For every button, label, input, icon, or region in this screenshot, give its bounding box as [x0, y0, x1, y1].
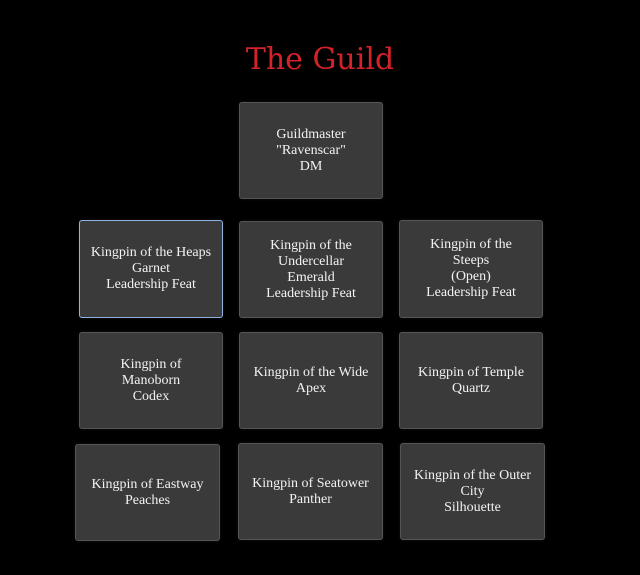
kingpin-line: Steeps: [452, 253, 490, 268]
kingpin-eastway-box[interactable]: Kingpin of Eastway Peaches: [75, 444, 220, 541]
kingpin-temple-box[interactable]: Kingpin of Temple Quartz: [399, 332, 543, 429]
kingpin-line: (Open): [451, 269, 491, 284]
kingpin-line: Peaches: [124, 492, 171, 508]
kingpin-line: Kingpin of the Outer: [413, 467, 532, 483]
kingpin-line: Kingpin of the: [430, 237, 512, 252]
guildmaster-line: Guildmaster: [276, 126, 346, 142]
kingpin-line: Silhouette: [444, 499, 501, 515]
kingpin-line: Manoborn: [121, 372, 181, 388]
kingpin-line: Undercellar: [277, 253, 345, 269]
kingpin-line: Codex: [132, 388, 170, 404]
kingpin-line: Leadership Feat: [266, 285, 356, 301]
kingpin-steeps-box[interactable]: Kingpin of the Steeps (Open) Leadership …: [399, 220, 543, 318]
kingpin-line: Leadership Feat: [106, 277, 196, 292]
kingpin-line: Apex: [295, 380, 327, 396]
kingpin-wide-apex-box[interactable]: Kingpin of the Wide Apex: [239, 332, 383, 429]
kingpin-line: Panther: [289, 491, 332, 507]
guildmaster-line: DM: [299, 158, 323, 174]
guildmaster-line: "Ravenscar": [276, 142, 346, 158]
kingpin-line: Kingpin of the Heaps: [90, 245, 212, 260]
kingpin-line: Kingpin of the: [270, 237, 352, 253]
kingpin-line: Emerald: [287, 269, 335, 285]
page-title: The Guild: [245, 42, 395, 77]
kingpin-line: Leadership Feat: [426, 285, 516, 300]
guildmaster-box[interactable]: Guildmaster "Ravenscar" DM: [239, 102, 383, 199]
kingpin-undercellar-box[interactable]: Kingpin of the Undercellar Emerald Leade…: [239, 221, 383, 318]
kingpin-line: City: [460, 483, 485, 499]
kingpin-line: Kingpin of Temple: [417, 364, 525, 380]
kingpin-line: Kingpin of: [120, 356, 182, 372]
kingpin-line: Garnet: [131, 261, 171, 276]
kingpin-line: Quartz: [451, 380, 491, 396]
kingpin-seatower-box[interactable]: Kingpin of Seatower Panther: [238, 443, 383, 540]
kingpin-line: Kingpin of the Wide: [253, 364, 369, 380]
kingpin-heaps-box[interactable]: Kingpin of the Heaps Garnet Leadership F…: [79, 220, 223, 318]
kingpin-line: Kingpin of Eastway: [91, 476, 204, 492]
kingpin-manoborn-box[interactable]: Kingpin of Manoborn Codex: [79, 332, 223, 429]
kingpin-line: Kingpin of Seatower: [252, 475, 369, 491]
kingpin-outer-city-box[interactable]: Kingpin of the Outer City Silhouette: [400, 443, 545, 540]
